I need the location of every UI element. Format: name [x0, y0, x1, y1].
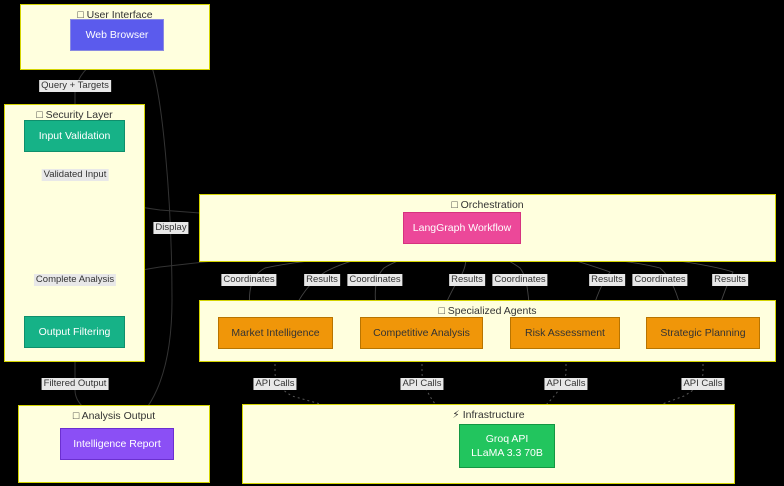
node-market[interactable]: Market Intelligence	[218, 317, 333, 349]
node-label-input: Input Validation	[38, 130, 111, 142]
node-comp[interactable]: Competitive Analysis	[360, 317, 483, 349]
node-output[interactable]: Output Filtering	[24, 316, 125, 348]
node-risk[interactable]: Risk Assessment	[510, 317, 620, 349]
cluster-label-orch: □ Orchestration	[451, 199, 524, 211]
cluster-label-agents: □ Specialized Agents	[438, 305, 537, 317]
node-label-risk: Risk Assessment	[525, 327, 605, 339]
cluster-label-infra: ⚡ Infrastructure	[452, 409, 525, 421]
node-label-strat: Strategic Planning	[660, 327, 746, 339]
node-lang[interactable]: LangGraph Workflow	[403, 212, 521, 244]
node-groq[interactable]: Groq API LLaMA 3.3 70B	[459, 424, 555, 468]
node-label-report: Intelligence Report	[73, 438, 161, 450]
node-label-comp: Competitive Analysis	[373, 327, 470, 339]
cluster-label-report: □ Analysis Output	[72, 410, 156, 422]
node-browser[interactable]: Web Browser	[70, 19, 164, 51]
node-label-market: Market Intelligence	[231, 327, 320, 339]
node-label-lang: LangGraph Workflow	[412, 222, 512, 234]
node-label-groq-0: Groq API	[485, 433, 529, 445]
cluster-orch: □ Orchestration	[199, 194, 776, 262]
node-label-browser: Web Browser	[85, 29, 149, 41]
node-strat[interactable]: Strategic Planning	[646, 317, 760, 349]
node-label-groq-1: LLaMA 3.3 70B	[471, 447, 543, 459]
edge-api-calls-strategic	[559, 349, 704, 443]
node-label-output: Output Filtering	[38, 326, 111, 338]
node-report[interactable]: Intelligence Report	[60, 428, 174, 460]
node-input[interactable]: Input Validation	[24, 120, 125, 152]
